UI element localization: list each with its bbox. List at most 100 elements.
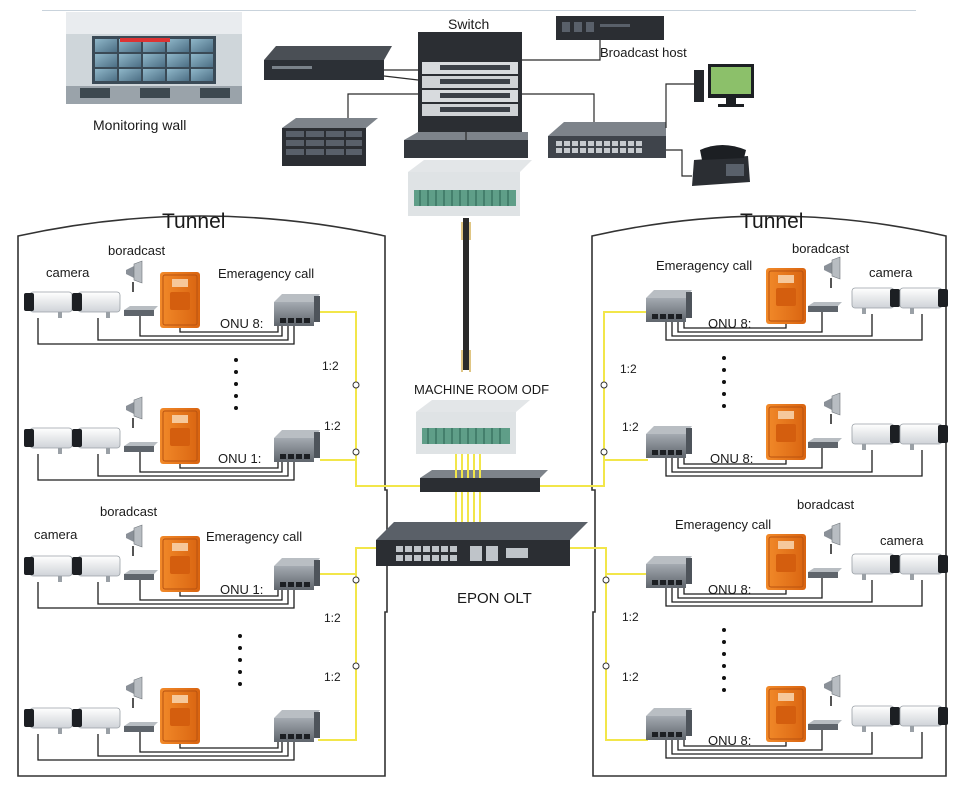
camera-icon bbox=[851, 705, 900, 732]
camera-icon bbox=[851, 287, 900, 314]
splitter-label: 1:2 bbox=[324, 419, 341, 433]
tunnel-left-outline bbox=[17, 215, 388, 777]
tunnel-left-title: Tunnel bbox=[162, 210, 226, 233]
trunk-fiber-cable bbox=[461, 218, 471, 372]
broadcast-speaker-icon bbox=[126, 396, 143, 428]
camera-icon bbox=[851, 553, 900, 580]
core-switch bbox=[418, 32, 522, 132]
broadcast-label: boradcast bbox=[108, 243, 166, 258]
onu-label: ONU 8: bbox=[220, 316, 264, 331]
splitter-label: 1:2 bbox=[324, 611, 341, 625]
camera-icon bbox=[72, 291, 121, 318]
camera-icon bbox=[24, 555, 73, 582]
splitter-label: 1:2 bbox=[622, 420, 639, 434]
onu-label: ONU 1: bbox=[220, 582, 264, 597]
camera-label: camera bbox=[46, 265, 90, 280]
broadcast-label: boradcast bbox=[100, 504, 158, 519]
broadcast-host-label: Broadcast host bbox=[600, 45, 687, 60]
broadcast-amplifier bbox=[124, 306, 158, 316]
broadcast-amplifier bbox=[808, 720, 842, 730]
camera-icon bbox=[851, 423, 900, 450]
camera-icon bbox=[24, 427, 73, 454]
emergency-call-label: Emeragency call bbox=[206, 529, 303, 544]
broadcast-speaker-icon bbox=[126, 260, 143, 292]
onu-device bbox=[646, 708, 692, 740]
machine-room-odf-label: MACHINE ROOM ODF bbox=[414, 382, 550, 397]
onu-device bbox=[274, 430, 320, 462]
ethernet-cables bbox=[37, 580, 295, 609]
top-odf-panel bbox=[404, 132, 532, 216]
broadcast-speaker-icon bbox=[126, 524, 143, 556]
broadcast-speaker-icon bbox=[824, 674, 841, 706]
splitter-label: 1:2 bbox=[322, 359, 339, 373]
broadcast-amplifier bbox=[124, 570, 158, 580]
camera-label: camera bbox=[34, 527, 78, 542]
emergency-phone-icon bbox=[160, 688, 200, 744]
onu-device bbox=[274, 710, 320, 742]
onu-device bbox=[646, 290, 692, 322]
ethernet-cables bbox=[665, 578, 923, 607]
broadcast-host-device bbox=[556, 16, 664, 40]
ethernet-cables bbox=[37, 316, 295, 345]
broadcast-speaker-icon bbox=[126, 676, 143, 708]
ethernet-cables bbox=[665, 312, 923, 341]
onu-label: ONU 8: bbox=[710, 451, 754, 466]
emergency-phone-icon bbox=[160, 272, 200, 328]
emergency-phone-icon bbox=[766, 686, 806, 742]
camera-icon bbox=[24, 291, 73, 318]
broadcast-label: boradcast bbox=[792, 241, 850, 256]
camera-icon bbox=[72, 707, 121, 734]
ethernet-cables bbox=[37, 732, 295, 761]
epon-olt-label: EPON OLT bbox=[457, 590, 532, 607]
emergency-phone-icon bbox=[766, 534, 806, 590]
camera-icon bbox=[24, 707, 73, 734]
splitter-label: 1:2 bbox=[622, 670, 639, 684]
broadcast-amplifier bbox=[808, 438, 842, 448]
telephone-icon bbox=[692, 145, 750, 186]
nvr-recorder bbox=[264, 46, 392, 80]
emergency-phone-icon bbox=[766, 404, 806, 460]
onu-device bbox=[646, 556, 692, 588]
onu-device bbox=[646, 426, 692, 458]
onu-label: ONU 8: bbox=[708, 582, 752, 597]
splitter-label: 1:2 bbox=[622, 610, 639, 624]
epon-olt-device bbox=[376, 522, 588, 566]
emergency-call-label: Emeragency call bbox=[675, 517, 772, 532]
fiber-links bbox=[318, 311, 648, 741]
splitter-markers bbox=[352, 381, 610, 670]
storage-array bbox=[282, 118, 378, 166]
broadcast-speaker-icon bbox=[824, 522, 841, 554]
onu-device bbox=[274, 294, 320, 326]
broadcast-amplifier bbox=[124, 722, 158, 732]
machine-room-odf bbox=[416, 400, 530, 454]
camera-label: camera bbox=[880, 533, 924, 548]
splitter-label: 1:2 bbox=[324, 670, 341, 684]
camera-icon bbox=[899, 423, 948, 450]
onu-label: ONU 1: bbox=[218, 451, 262, 466]
emergency-call-label: Emeragency call bbox=[656, 258, 753, 273]
emergency-call-label: Emeragency call bbox=[218, 266, 315, 281]
emergency-phone-icon bbox=[766, 268, 806, 324]
ethernet-cables bbox=[665, 448, 923, 477]
broadcast-speaker-icon bbox=[824, 392, 841, 424]
top-divider bbox=[42, 10, 916, 11]
camera-icon bbox=[72, 555, 121, 582]
computer-icon bbox=[694, 64, 754, 107]
camera-label: camera bbox=[869, 265, 913, 280]
broadcast-amplifier bbox=[124, 442, 158, 452]
monitoring-wall-label: Monitoring wall bbox=[93, 117, 187, 133]
broadcast-label: boradcast bbox=[797, 497, 855, 512]
emergency-phone-icon bbox=[160, 408, 200, 464]
broadcast-speaker-icon bbox=[824, 256, 841, 288]
ethernet-cables bbox=[665, 730, 923, 759]
tunnel-right-title: Tunnel bbox=[740, 210, 804, 233]
onu-label: ONU 8: bbox=[708, 316, 752, 331]
monitoring-wall-photo bbox=[66, 12, 242, 104]
splitter-label: 1:2 bbox=[620, 362, 637, 376]
ethernet-cables bbox=[37, 452, 295, 481]
aggregation-switch bbox=[420, 470, 548, 492]
camera-icon bbox=[899, 553, 948, 580]
broadcast-amplifier bbox=[808, 302, 842, 312]
